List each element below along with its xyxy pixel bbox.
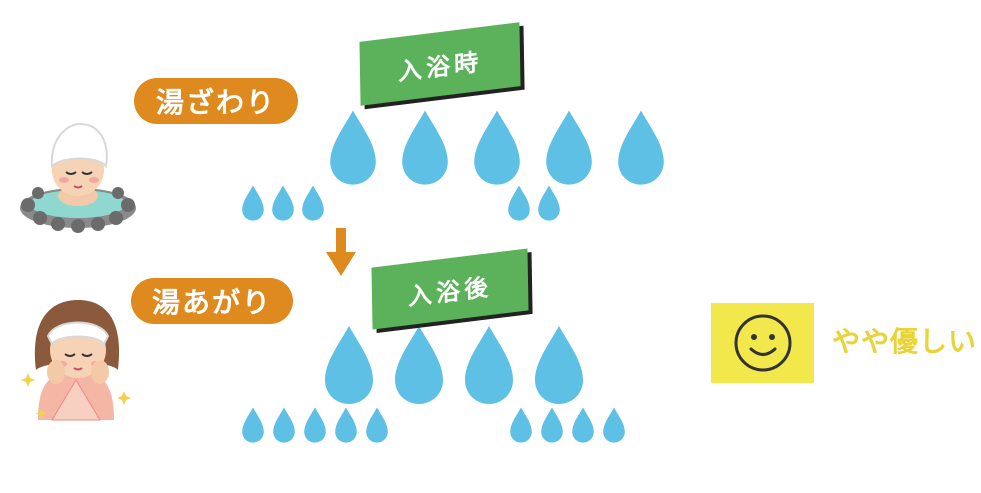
- small-drop: [510, 407, 532, 443]
- large-drop: [474, 110, 520, 185]
- small-drop: [508, 185, 530, 221]
- large-drop: [535, 326, 583, 404]
- large-drop: [395, 326, 443, 404]
- large-drop: [330, 110, 376, 185]
- stage-label-after: 湯あがり: [131, 278, 293, 324]
- small-drop: [273, 407, 295, 443]
- small-drop: [538, 185, 560, 221]
- large-drop: [546, 110, 592, 185]
- smiley-face-icon: [734, 314, 791, 372]
- large-drop: [402, 110, 448, 185]
- onsen-woman-illustration: [20, 122, 136, 233]
- large-drop: [325, 326, 373, 404]
- rating-text: やや優しい: [832, 325, 978, 358]
- small-drop: [302, 185, 324, 221]
- small-drop: [272, 185, 294, 221]
- small-drop: [366, 407, 388, 443]
- small-drop: [603, 407, 625, 443]
- stage-label-during: 湯ざわり: [134, 78, 298, 124]
- rating-box: [711, 303, 814, 383]
- small-drop: [335, 407, 357, 443]
- small-drop: [242, 407, 264, 443]
- after-bath-woman-illustration: [21, 300, 131, 421]
- large-drop: [618, 110, 664, 185]
- small-drop: [242, 185, 264, 221]
- small-drop: [572, 407, 594, 443]
- sparkle-icon: [21, 373, 131, 419]
- small-drop: [541, 407, 563, 443]
- large-drop: [465, 326, 513, 404]
- down-arrow-icon: [326, 228, 356, 276]
- small-drop: [304, 407, 326, 443]
